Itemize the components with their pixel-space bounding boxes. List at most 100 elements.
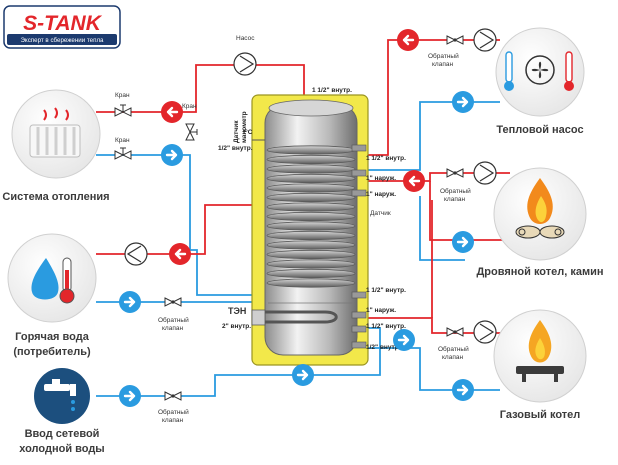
flow-arrow-blue: [290, 362, 316, 388]
heater-label: ТЭН: [228, 306, 246, 316]
check-gas-line2: клапан: [442, 354, 463, 361]
check-cold-line2: клапан: [162, 417, 183, 424]
check-valve-hot: [164, 297, 182, 307]
check-valve-icon: [446, 35, 464, 45]
check-cold-line1: Обратный: [158, 408, 189, 416]
wood-boiler-label: Дровяной котел, камин: [476, 266, 603, 278]
valve-label-1: Кран: [115, 92, 130, 99]
coil-turn: [266, 259, 356, 269]
flow-arrow-blue: [450, 89, 476, 115]
water-drop-thermometer-icon: [31, 257, 75, 304]
valve-heating-supply: [114, 104, 132, 117]
check-valve-heatpump: [446, 35, 464, 45]
hot-water-device: Горячая вода (потребитель): [7, 233, 97, 358]
coil-turn: [266, 202, 356, 212]
hot-water-label-2: (потребитель): [13, 346, 91, 358]
pump-icon: [124, 242, 148, 266]
fire-icon: [515, 178, 565, 239]
heat-exchanger-coil: [266, 145, 356, 288]
heater-element: [262, 310, 338, 324]
gas-burner-icon: [516, 320, 564, 382]
port-r4: 1 1/2" внутр.: [366, 287, 406, 294]
coil-turn: [266, 183, 356, 193]
heat-pump-device: Тепловой насос: [495, 27, 585, 136]
flow-arrow-blue: [450, 229, 476, 255]
coil-turn: [266, 164, 356, 174]
heating-system-device: Система отопления: [2, 89, 110, 203]
pipe-gas-supply: [360, 317, 510, 334]
check-hot-line1: Обратный: [158, 316, 189, 324]
pipe-gas-return: [360, 347, 500, 391]
temp-unit-label: t°C: [243, 128, 253, 136]
flow-arrow-red: [395, 27, 421, 53]
check-valve-cold: [164, 391, 182, 401]
port-heater: 2" внутр.: [222, 323, 251, 330]
check-valve-icon: [164, 297, 182, 307]
pump-hot-water: [124, 242, 148, 266]
valve-label-2: Кран: [115, 137, 130, 144]
valve-heating-return: [114, 147, 132, 160]
port-left-half: 1/2" внутр.: [218, 145, 253, 152]
thermometer-line2: манометр: [241, 111, 248, 143]
port-r1: 1 1/2" внутр.: [366, 155, 406, 162]
valve-label-3: Кран: [182, 103, 197, 110]
coil-turn: [266, 249, 356, 260]
coil-turn: [266, 145, 356, 155]
coil-turn: [266, 154, 356, 165]
flow-arrow-blue: [450, 377, 476, 403]
valve-vertical: [185, 123, 198, 141]
coil-turn: [266, 230, 356, 241]
coil-turn: [266, 192, 356, 203]
heat-pump-icon: [504, 51, 574, 91]
port-r5: 1" наруж.: [366, 307, 396, 314]
check-hp-line2: клапан: [432, 61, 453, 68]
coil-turn: [266, 173, 356, 184]
water-tap-icon: [44, 379, 76, 411]
cold-water-device: Ввод сетевой холодной воды: [19, 368, 105, 455]
gas-boiler-device: Газовый котел: [493, 309, 587, 421]
logo-text: S-TANK: [23, 12, 103, 35]
valve-icon: [114, 104, 132, 117]
pipe-wood-return: [419, 196, 465, 261]
check-wood-line1: Обратный: [440, 187, 471, 195]
heating-system-label: Система отопления: [2, 191, 109, 203]
check-valve-gas: [446, 327, 464, 337]
check-valve-icon: [164, 391, 182, 401]
pump-icon: [473, 28, 497, 52]
heat-pump-label: Тепловой насос: [496, 124, 583, 136]
pump-icon: [473, 161, 497, 185]
pump-icon: [473, 320, 497, 344]
pipe-wood-supply: [360, 172, 510, 182]
check-gas-line1: Обратный: [438, 345, 469, 353]
port-r3: 1" наруж.: [366, 191, 396, 198]
port-labels: 1 1/2" внутр. 1/2" внутр. 1 1/2" внутр. …: [218, 87, 406, 351]
coil-turn: [266, 240, 356, 250]
check-valve-wood: [446, 168, 464, 178]
coil-turn: [266, 278, 356, 288]
valve-icon: [114, 147, 132, 160]
port-r7: 1/2" внутр.: [366, 344, 401, 351]
pump-heatpump: [473, 28, 497, 52]
coil-turn: [266, 268, 356, 279]
flow-arrow-red: [167, 241, 193, 267]
cold-water-label-1: Ввод сетевой: [25, 428, 100, 440]
flow-arrow-blue: [391, 327, 417, 353]
pump-wood: [473, 161, 497, 185]
pump-icon: [233, 52, 257, 76]
pipe-wood-supply-2: [429, 181, 510, 241]
cold-water-label-2: холодной воды: [19, 443, 104, 455]
thermometer-line1: Датчик: [233, 120, 240, 143]
check-hp-line1: Обратный: [428, 52, 459, 60]
flow-arrow-blue: [117, 383, 143, 409]
thermometer-label: Датчик манометр: [233, 111, 248, 143]
check-hot-line2: клапан: [162, 325, 183, 332]
radiator-icon: [29, 107, 81, 158]
pump-heating: [233, 52, 257, 76]
flow-arrow-red: [159, 99, 185, 125]
port-r2: 1" наруж.: [366, 175, 396, 182]
valve-icon: [185, 123, 198, 141]
hot-water-label-1: Горячая вода: [15, 331, 90, 343]
check-valve-icon: [446, 168, 464, 178]
